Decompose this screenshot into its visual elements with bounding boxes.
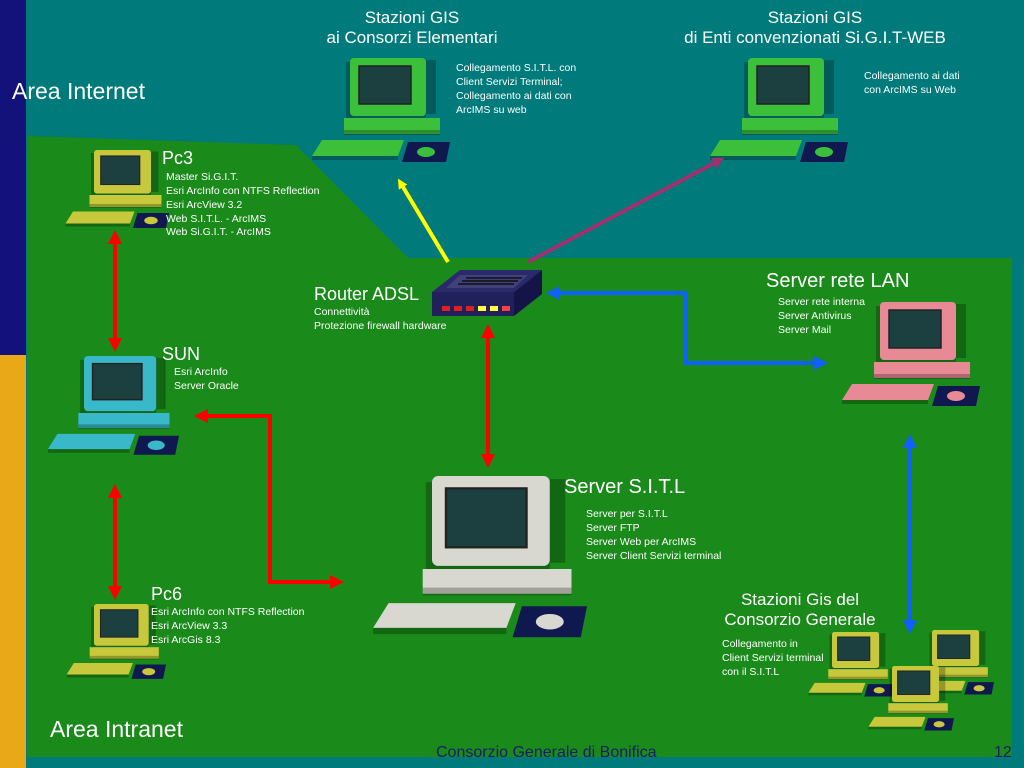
footer-text: Consorzio Generale di Bonifica xyxy=(436,744,657,761)
stazioni-enti-desc: Collegamento ai dati con ArcIMS su Web xyxy=(864,70,960,96)
router-desc: Connettività Protezione firewall hardwar… xyxy=(314,306,447,332)
router-device xyxy=(432,270,542,316)
stazioni-consorzio-title: Stazioni Gis del Consorzio Generale xyxy=(724,590,876,629)
page-number: 12 xyxy=(994,744,1012,761)
arrow-router-lan xyxy=(546,286,828,370)
arrow-sun-server xyxy=(194,409,344,589)
router-title: Router ADSL xyxy=(314,284,420,304)
pc6-title: Pc6 xyxy=(151,584,183,604)
pc3-desc: Master Si.G.I.T. Esri ArcInfo con NTFS R… xyxy=(166,171,320,239)
stazioni-enti-title: Stazioni GIS di Enti convenzionati Si.G.… xyxy=(684,8,946,47)
left-decorative-bar xyxy=(0,0,26,768)
stazioni-consorzi-desc: Collegamento S.I.T.L. con Client Servizi… xyxy=(456,62,577,116)
server-sitl-title: Server S.I.T.L xyxy=(564,476,686,498)
sun-title: SUN xyxy=(162,344,201,364)
pc-stazioni-consorzi xyxy=(311,57,451,163)
area-internet-label: Area Internet xyxy=(12,78,145,104)
pc3-title: Pc3 xyxy=(162,148,194,168)
server-sitl-desc: Server per S.I.T.L Server FTP Server Web… xyxy=(586,508,722,562)
pc-stazioni-enti xyxy=(709,57,849,163)
stazioni-consorzio-desc: Collegamento in Client Servizi terminal … xyxy=(722,638,824,678)
arrow-router-consorzi xyxy=(397,178,450,264)
server-lan-desc: Server rete interna Server Antivirus Ser… xyxy=(778,296,865,336)
arrow-router-enti xyxy=(527,157,725,264)
pc6-desc: Esri ArcInfo con NTFS Reflection Esri Ar… xyxy=(151,606,305,646)
stazioni-consorzi-title: Stazioni GIS ai Consorzi Elementari xyxy=(326,8,498,47)
area-intranet-label: Area Intranet xyxy=(50,716,183,742)
server-lan-title: Server rete LAN xyxy=(766,270,910,292)
sun-desc: Esri ArcInfo Server Oracle xyxy=(174,366,239,392)
